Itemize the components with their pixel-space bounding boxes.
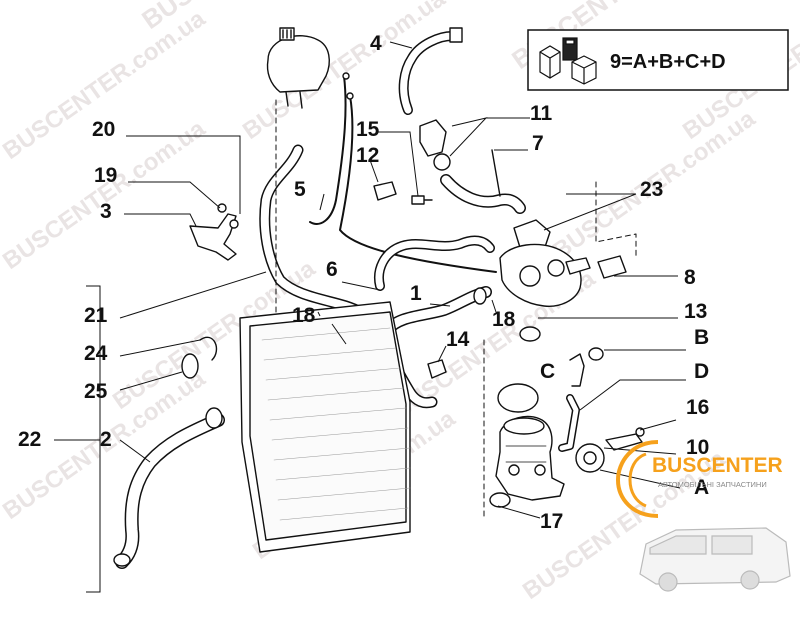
hose-4-part	[398, 27, 463, 115]
thermostat-housing-part	[499, 219, 591, 307]
callout-21: 21	[84, 304, 108, 327]
buscenter-logo: BUSCENTER АВТОМОБІЛЬНІ ЗАПЧАСТИНИ	[615, 440, 791, 592]
hose-1-part	[382, 286, 492, 336]
callout-2: 2	[100, 428, 112, 451]
callout-d: D	[694, 360, 709, 383]
callout-4: 4	[370, 32, 382, 55]
callout-3: 3	[100, 200, 112, 223]
oil-filter-housing-part	[495, 415, 565, 501]
callout-a: A	[694, 476, 709, 499]
callout-24: 24	[84, 342, 108, 365]
callout-16: 16	[686, 396, 709, 419]
callout-8: 8	[684, 266, 696, 289]
callout-15: 15	[356, 118, 380, 141]
callout-5: 5	[294, 178, 306, 201]
callout-22: 22	[18, 428, 41, 451]
callout-18-right: 18	[492, 308, 516, 331]
radiator-part	[239, 301, 411, 553]
expansion-tank-part	[266, 27, 330, 109]
kit-formula-text: 9=A+B+C+D	[610, 51, 726, 73]
callout-1: 1	[410, 282, 422, 305]
bracket-3-part	[189, 203, 239, 261]
callout-17: 17	[540, 510, 563, 533]
callout-13: 13	[684, 300, 707, 323]
logo-tagline: АВТОМОБІЛЬНІ ЗАПЧАСТИНИ	[658, 480, 767, 489]
callout-c: C	[540, 360, 555, 383]
parts-layer	[113, 27, 645, 569]
callout-14: 14	[446, 328, 470, 351]
pipe-7-part	[440, 149, 526, 214]
kit-formula-box: 9=A+B+C+D	[527, 29, 789, 91]
callout-18-left: 18	[292, 304, 316, 327]
callout-12: 12	[356, 144, 379, 167]
van-icon	[639, 527, 791, 592]
leader-lines	[54, 41, 686, 593]
hose-2-part	[113, 407, 225, 569]
callout-7: 7	[532, 132, 544, 155]
callout-23: 23	[640, 178, 663, 201]
callout-layer: 4 20 19 3 15 12 5 11 7 23 6 1 8 18 18 13…	[18, 32, 709, 533]
callout-6: 6	[326, 258, 338, 281]
callout-19: 19	[94, 164, 117, 187]
callout-20: 20	[92, 118, 115, 141]
kit-icon	[539, 37, 597, 85]
callout-11: 11	[530, 102, 553, 125]
callout-b: B	[694, 326, 709, 349]
hose-6-part	[374, 235, 495, 291]
logo-brand: BUSCENTER	[652, 454, 783, 477]
hose-21-part	[259, 144, 438, 409]
callout-10: 10	[686, 436, 709, 459]
callout-25: 25	[84, 380, 108, 403]
